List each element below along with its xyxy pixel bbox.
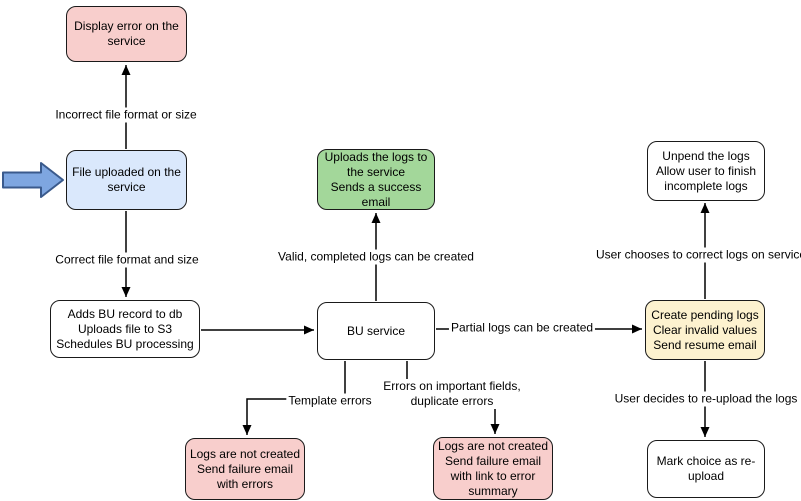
node-display-error: Display error on the service (66, 6, 187, 62)
edge-label-template-errors: Template errors (286, 393, 374, 409)
edge-label-incorrect-format: Incorrect file format or size (53, 107, 199, 123)
node-adds-bu-record: Adds BU record to db Uploads file to S3 … (50, 300, 200, 358)
edge-label-user-chooses: User chooses to correct logs on service (593, 247, 801, 263)
node-file-uploaded: File uploaded on the service (66, 150, 187, 210)
edge-label-user-decides: User decides to re-upload the logs (612, 391, 800, 407)
entry-arrow-icon (2, 162, 64, 198)
edge-label-valid-logs: Valid, completed logs can be created (276, 249, 476, 265)
node-mark-choice-reupload: Mark choice as re-upload (647, 440, 765, 498)
edge-label-important-fields: Errors on important fields, duplicate er… (381, 379, 523, 409)
edge-label-partial-logs: Partial logs can be created (448, 320, 596, 336)
node-unpend-logs: Unpend the logs Allow user to finish inc… (647, 141, 765, 201)
node-logs-failure-summary: Logs are not created Send failure email … (433, 437, 553, 500)
node-logs-failure-errors: Logs are not created Send failure email … (185, 438, 305, 500)
node-bu-service: BU service (317, 302, 435, 360)
edge-label-correct-format: Correct file format and size (53, 252, 201, 268)
node-uploads-logs-success: Uploads the logs to the service Sends a … (317, 149, 435, 210)
node-create-pending-logs: Create pending logs Clear invalid values… (645, 300, 765, 360)
